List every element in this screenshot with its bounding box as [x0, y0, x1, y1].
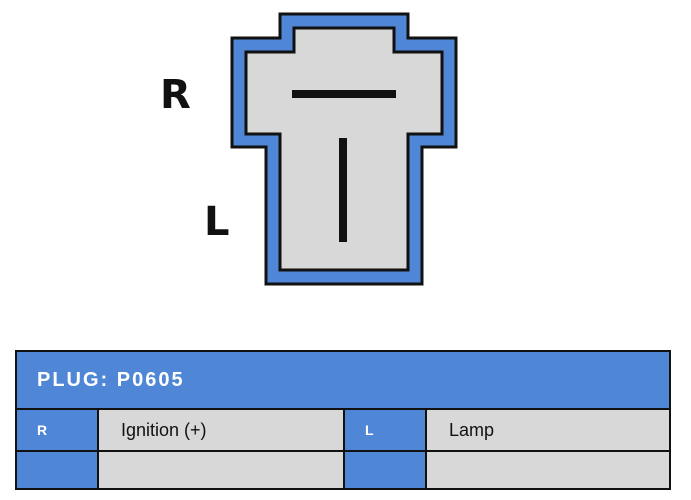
pin-cell-empty: [345, 452, 427, 488]
connector-diagram: R L: [160, 12, 458, 286]
plug-table: PLUG: P0605 R Ignition (+) L Lamp: [15, 350, 671, 490]
connector-outline: [230, 12, 458, 286]
function-cell-empty: [99, 452, 345, 488]
pin-label-l: L: [204, 199, 230, 245]
function-cell-lamp: Lamp: [427, 410, 669, 450]
pin-label-r: R: [160, 72, 191, 118]
pin-cell-empty: [17, 452, 99, 488]
function-cell-ignition: Ignition (+): [99, 410, 345, 450]
table-row: [17, 450, 669, 488]
plug-title: PLUG: P0605: [17, 352, 669, 410]
pin-cell-l: L: [345, 410, 427, 450]
terminal-r: [292, 90, 396, 98]
terminal-l: [339, 138, 347, 242]
table-row: R Ignition (+) L Lamp: [17, 410, 669, 450]
function-cell-empty: [427, 452, 669, 488]
pin-cell-r: R: [17, 410, 99, 450]
